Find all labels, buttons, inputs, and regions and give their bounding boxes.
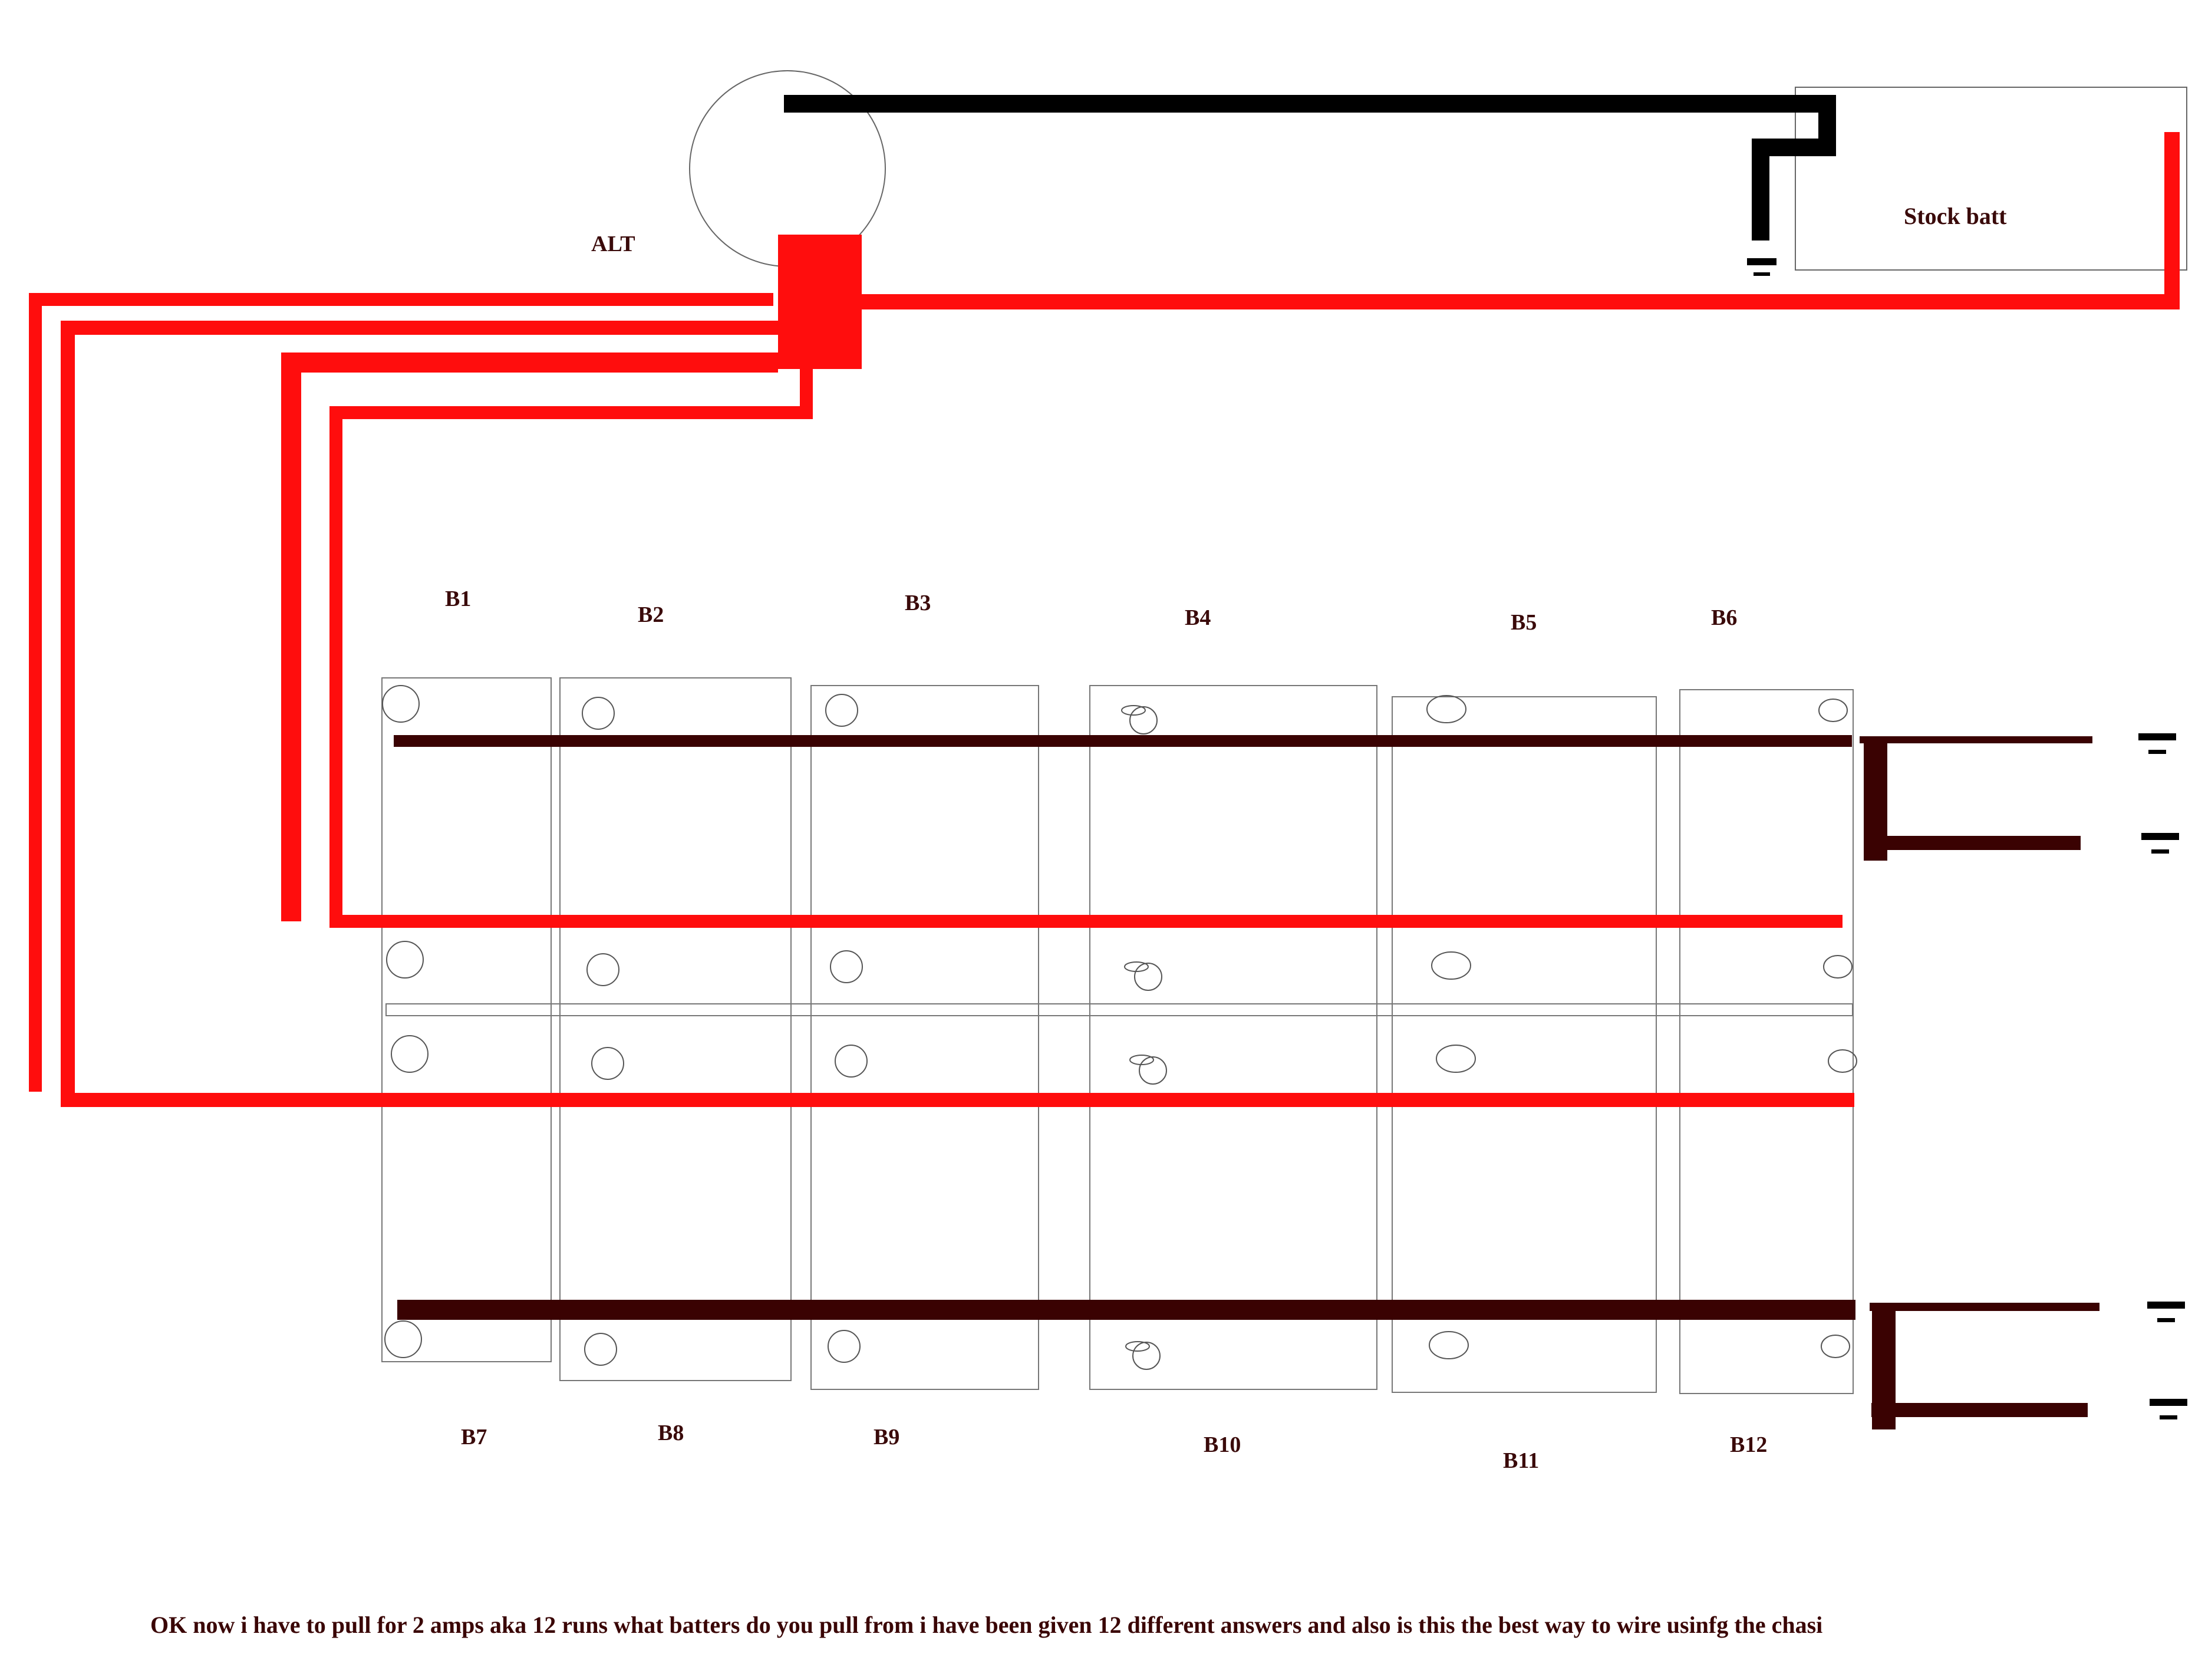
battery-label-b6: B6 xyxy=(1711,605,1737,630)
alt-label: ALT xyxy=(591,232,635,256)
ground-icon-2 xyxy=(2141,833,2179,854)
black-ground-cable xyxy=(784,95,1836,241)
caption: OK now i have to pull for 2 amps aka 12 … xyxy=(150,1612,1822,1638)
ground-icon-3 xyxy=(2147,1302,2185,1322)
chassis-ground-icons xyxy=(2138,733,2187,1419)
red-feed-outer-a xyxy=(29,293,773,1092)
battery-label-b9: B9 xyxy=(874,1425,899,1450)
battery-label-b11: B11 xyxy=(1503,1448,1539,1473)
stock-battery xyxy=(1795,87,2187,271)
alternator-terminal-block xyxy=(778,235,862,369)
stock-battery-ground-icon xyxy=(1747,258,1776,276)
battery-case-1 xyxy=(381,677,552,1362)
red-feed-inner-a xyxy=(281,353,778,921)
battery-case-3 xyxy=(810,685,1039,1390)
battery-case-2 xyxy=(559,677,792,1381)
ground-icon-1 xyxy=(2138,733,2176,754)
battery-cases xyxy=(381,677,1854,1394)
red-feed-inner-b xyxy=(329,364,1843,928)
red-feed-outer-b xyxy=(61,321,1854,1107)
battery-label-b1: B1 xyxy=(445,587,471,611)
battery-case-6 xyxy=(1679,689,1854,1394)
battery-label-b10: B10 xyxy=(1204,1432,1241,1457)
battery-label-b3: B3 xyxy=(905,591,931,615)
stock-batt-label: Stock batt xyxy=(1904,203,2007,229)
battery-label-b5: B5 xyxy=(1511,610,1537,635)
ground-buses xyxy=(394,735,2099,1429)
battery-label-b8: B8 xyxy=(658,1421,684,1445)
diagram-labels: ALT Stock batt B1 B2 B3 B4 B5 B6 B7 B8 B… xyxy=(445,203,2007,1473)
red-positive-feeds xyxy=(29,293,1854,1107)
battery-case-5 xyxy=(1392,696,1657,1393)
battery-case-4 xyxy=(1089,685,1377,1390)
battery-label-b12: B12 xyxy=(1730,1432,1767,1457)
ground-icon-4 xyxy=(2150,1399,2187,1419)
battery-label-b7: B7 xyxy=(461,1425,487,1450)
battery-label-b2: B2 xyxy=(638,602,664,627)
battery-label-b4: B4 xyxy=(1185,605,1211,630)
battery-row-divider xyxy=(385,1003,1853,1016)
terminal-posts xyxy=(382,685,1857,1370)
red-cable-alt-to-stock-batt xyxy=(861,132,2180,309)
